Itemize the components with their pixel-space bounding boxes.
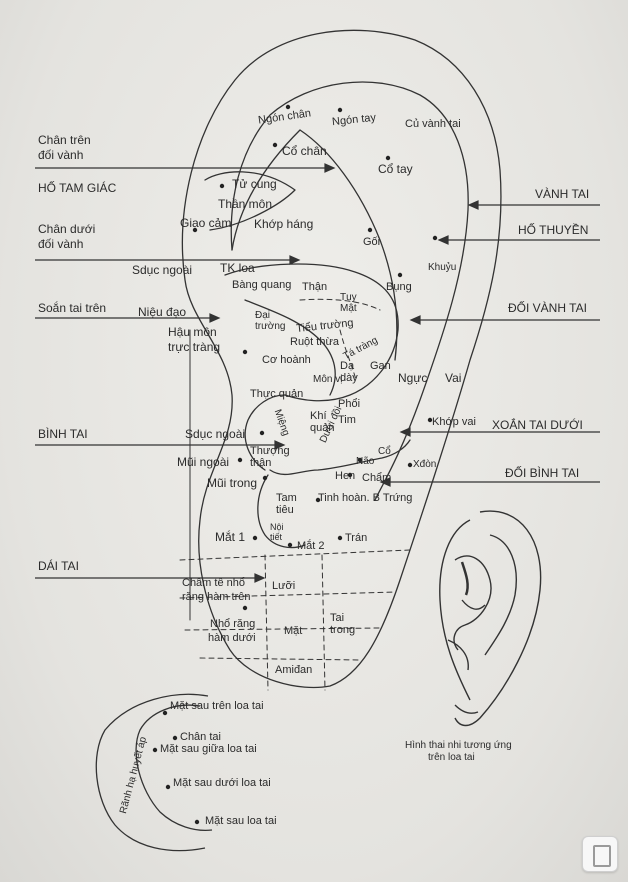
point-mat-lobe: Mặt xyxy=(284,625,303,637)
point-co: Cổ xyxy=(378,446,391,457)
lobe-grid-line-6 xyxy=(321,554,326,691)
point-tam-tieu: Tam tiêu xyxy=(276,492,297,516)
point-ruot-thua: Ruột thừa xyxy=(290,336,339,348)
label-doi-vanh-tai: ĐỐI VÀNH TAI xyxy=(508,301,587,315)
concha-dashed xyxy=(299,298,381,381)
point-truc-trang: trực tràng xyxy=(168,340,221,354)
point-tu-cung: Tử cung xyxy=(232,177,277,191)
lobe-grid-line-3 xyxy=(184,627,381,631)
point-noi-tiet: Nội tiết xyxy=(270,522,284,542)
label-chan-duoi-1: Chân dưới xyxy=(38,222,96,236)
point-co-chan: Cổ chân xyxy=(282,144,327,158)
helix-outline xyxy=(181,29,502,689)
point-sduc-ngoai-1: Sdục ngoài xyxy=(132,263,193,277)
concha-upper xyxy=(224,263,399,402)
label-doi-binh-tai: ĐỐI BÌNH TAI xyxy=(505,466,580,480)
back-chan-tai: Chân tai xyxy=(180,731,221,743)
label-chan-tren-2: đối vành xyxy=(38,148,84,162)
point-mat-2: Mắt 2 xyxy=(297,540,325,552)
point-nho-rang-2: hàm dưới xyxy=(208,632,256,644)
label-chan-tren-1: Chân trên xyxy=(38,133,91,147)
point-tinh-hoan: Tinh hoàn. B Trứng xyxy=(318,492,413,504)
point-cham-te-2: răng hàm trên xyxy=(182,591,251,603)
point-than: Thận xyxy=(302,281,328,293)
point-mat-1: Mắt 1 xyxy=(215,530,246,544)
point-nao: Não xyxy=(356,456,375,467)
point-thuc-quan: Thực quản xyxy=(250,388,304,400)
point-mon-vi: Môn vị xyxy=(313,374,343,385)
antitragus xyxy=(257,474,306,549)
point-tai-trong: Tai trong xyxy=(330,612,356,636)
back-mat-sau: Mặt sau loa tai xyxy=(205,815,277,827)
point-co-tay: Cổ tay xyxy=(378,162,413,176)
point-nho-rang-1: Nhổ răng xyxy=(210,618,256,630)
label-ho-tam-giac: HỐ TAM GIÁC xyxy=(38,181,117,195)
point-phoi: Phổi xyxy=(338,398,361,410)
point-bang-quang: Bàng quang xyxy=(232,279,292,291)
label-soan-tai-tren: Soắn tai trên xyxy=(38,301,107,315)
point-thuong-than: Thượng thận xyxy=(250,445,290,469)
point-tim: Tim xyxy=(338,414,356,426)
tragus xyxy=(269,439,411,476)
back-duoi: Mặt sau dưới loa tai xyxy=(173,777,271,789)
point-xuong-don: Xđòn xyxy=(413,459,437,470)
point-co-hoanh: Cơ hoành xyxy=(262,354,311,366)
point-luoi: Lưỡi xyxy=(272,580,296,592)
point-sduc-ngoai-2: Sdục ngoài xyxy=(185,427,246,441)
point-tk-loa: TK loa xyxy=(220,261,255,275)
point-than-mon: Thần môn xyxy=(218,197,273,211)
label-ho-thuyen: HỐ THUYỀN xyxy=(518,223,589,237)
point-khuyu: Khuỷu xyxy=(428,262,457,273)
point-bung: Bụng xyxy=(386,281,412,293)
back-ear-outline xyxy=(95,693,209,852)
antihelix xyxy=(231,129,398,361)
label-xoan-tai-duoi: XOẮN TAI DƯỚI xyxy=(492,418,583,432)
point-khop-hang: Khớp háng xyxy=(254,217,314,231)
point-hau-mon: Hậu môn xyxy=(168,325,217,339)
point-mui-ngoai: Mũi ngoài xyxy=(177,455,230,469)
point-vai: Vai xyxy=(445,371,462,385)
point-amidan: Amiđan xyxy=(275,664,313,676)
concha-lower xyxy=(244,394,286,471)
triangular-fossa xyxy=(204,171,296,231)
helix-crus xyxy=(244,299,336,396)
lobe-grid-line-4 xyxy=(199,657,361,661)
back-ear-inner xyxy=(135,704,213,832)
point-goi: Gối xyxy=(363,236,381,248)
helix-inner-rim xyxy=(230,81,469,501)
fetus-ear-drawing xyxy=(439,510,542,727)
point-nguc: Ngực xyxy=(398,371,428,385)
point-hen: Hen xyxy=(335,470,356,482)
point-nieu-dao: Niệu đạo xyxy=(138,305,187,319)
page-corner-icon[interactable] xyxy=(582,836,618,872)
point-cu-vanh-tai: Củ vành tai xyxy=(405,118,461,130)
point-gan: Gan xyxy=(370,360,391,372)
lobe-grid-line-1 xyxy=(179,549,411,561)
lobe-grid-line-5 xyxy=(264,554,269,691)
point-khi-quan: Khí quản xyxy=(310,410,335,434)
label-vanh-tai: VÀNH TAI xyxy=(535,187,590,201)
caption-line-1: Hình thai nhi tương ứng xyxy=(405,740,512,751)
point-tran: Trán xyxy=(345,532,368,544)
back-giua: Mặt sau giữa loa tai xyxy=(160,743,257,755)
point-tuy-mat: Tụy Mật xyxy=(340,292,357,314)
back-tren: Mặt sau trên loa tai xyxy=(170,700,264,712)
lobe-grid-line-2 xyxy=(179,591,396,599)
label-chan-duoi-2: đối vành xyxy=(38,237,84,251)
point-cham-te-1: Châm tê nhổ xyxy=(182,577,245,589)
point-mui-trong: Mũi trong xyxy=(207,476,258,490)
point-khop-vai: Khớp vai xyxy=(432,416,476,428)
point-giao-cam: Giao cảm xyxy=(180,216,232,230)
point-cham: Chẩm xyxy=(362,472,392,484)
label-binh-tai: BÌNH TAI xyxy=(38,427,88,441)
point-dai-truong: Đại trường xyxy=(255,310,286,332)
label-dai-tai: DÁI TAI xyxy=(38,559,79,573)
caption-line-2: trên loa tai xyxy=(428,752,475,763)
point-da-day: Dạ dày xyxy=(340,360,358,384)
